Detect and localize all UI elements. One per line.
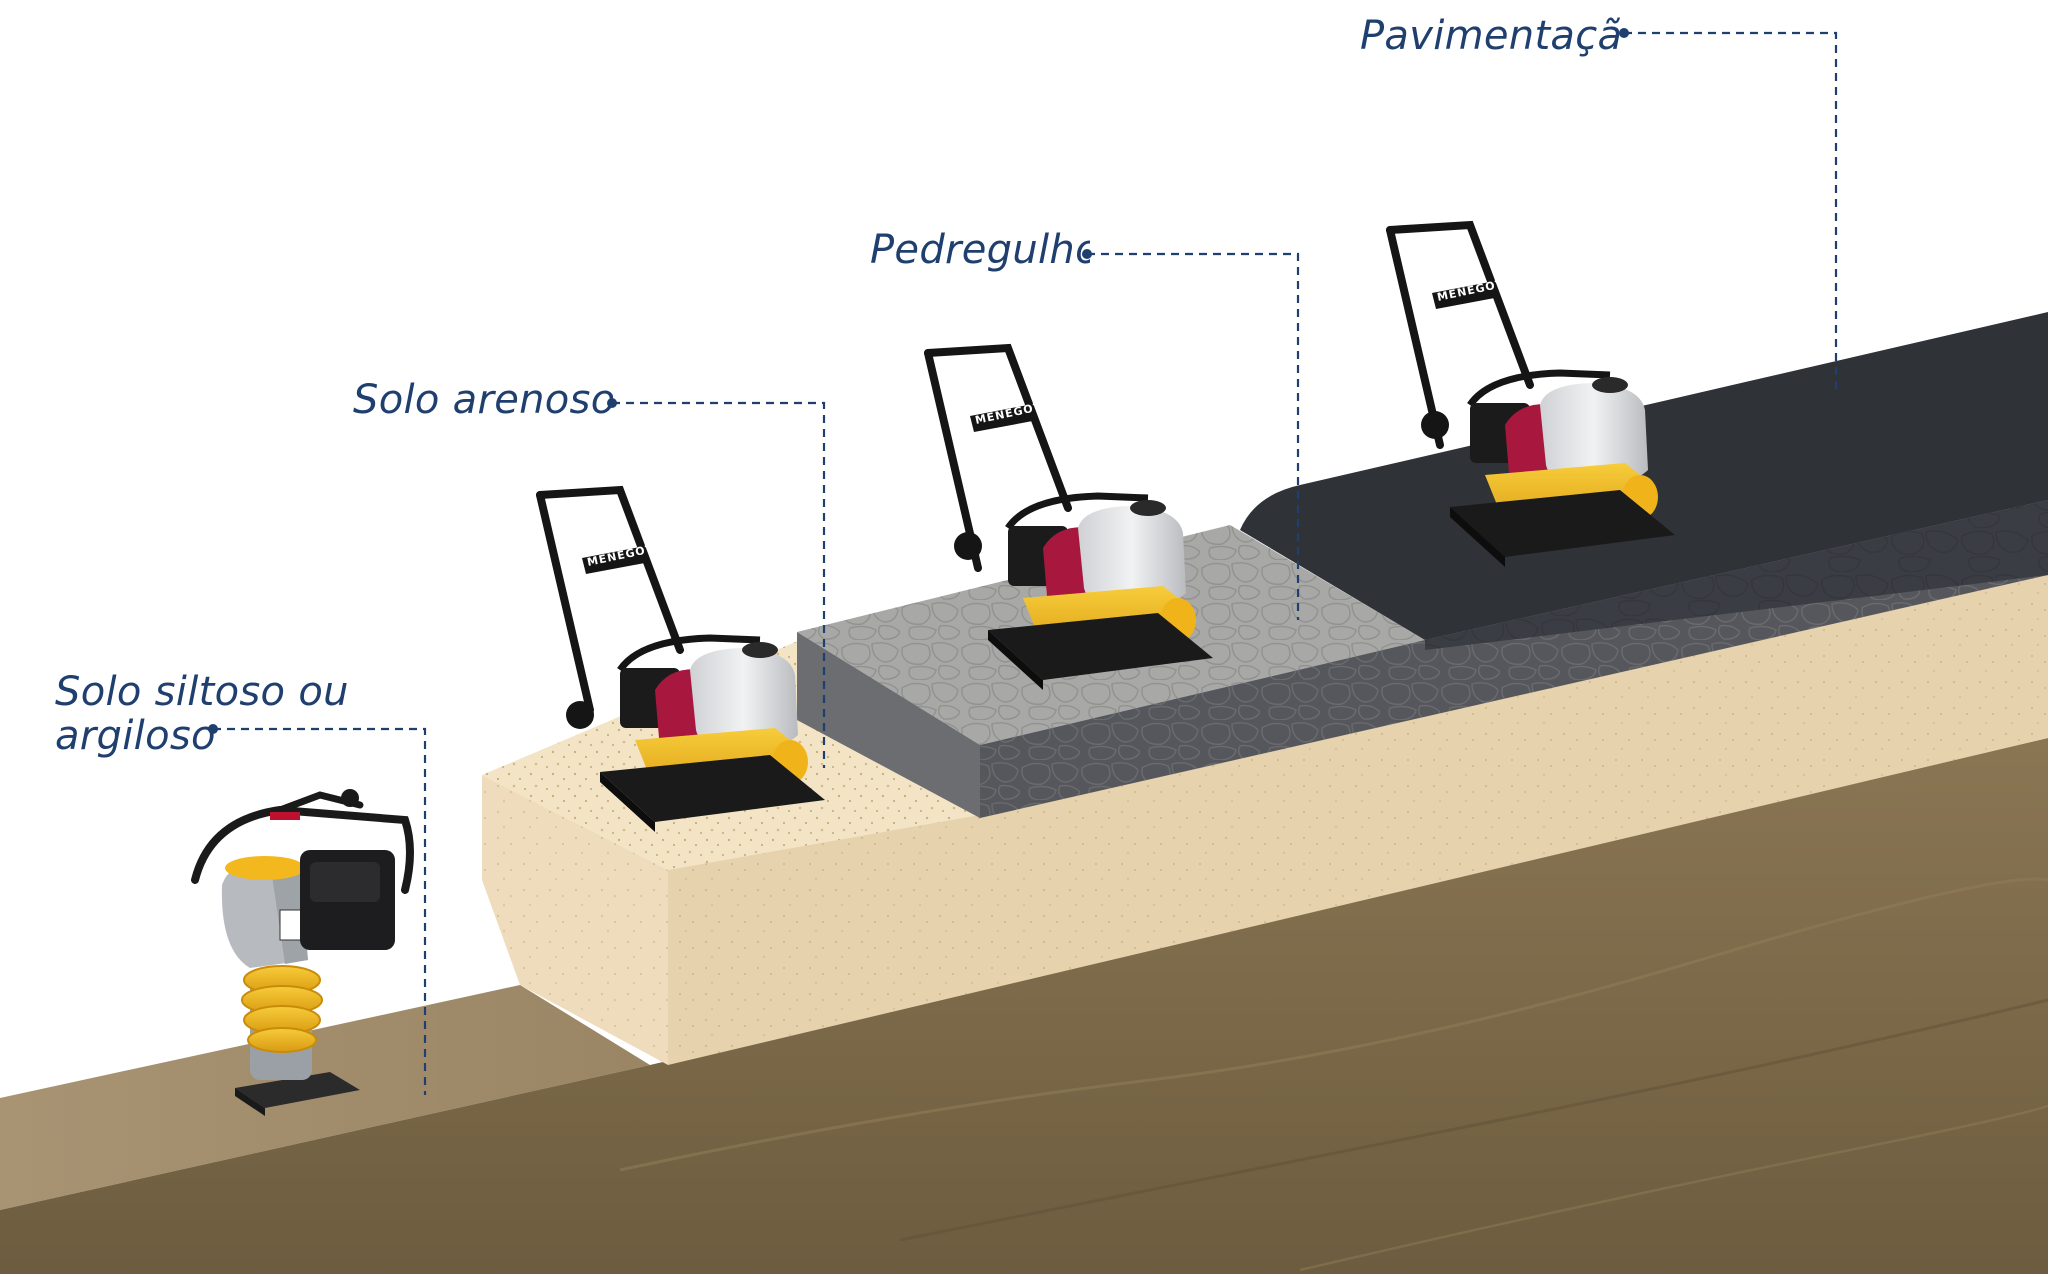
sand-front-face-grain — [482, 775, 668, 1065]
sand-side-grain — [668, 575, 2048, 1065]
label-silty-soil: Solo siltoso ou argiloso — [55, 670, 395, 758]
leader-lines — [213, 31, 1838, 1095]
plate-compactor-paving: MENEGOTTI — [1386, 220, 1675, 567]
leader-dot-sandy — [607, 398, 617, 408]
leader-dots — [208, 28, 1629, 734]
label-silty-line2: argiloso — [55, 713, 216, 759]
soil-strata — [1299, 1100, 2048, 1272]
terrain — [0, 312, 2048, 1274]
leader-dot-silty — [208, 724, 218, 734]
leader-dot-paving — [1619, 28, 1629, 38]
label-gravel: Pedregulho — [870, 228, 1090, 273]
label-paving: Pavimentação — [1360, 14, 1620, 59]
leader-line-sandy — [612, 401, 826, 768]
rammer-machine — [191, 789, 414, 1116]
leader-line-silty — [213, 727, 427, 1095]
soil-strata — [899, 998, 2048, 1242]
soil-surface — [0, 985, 650, 1210]
leader-dot-gravel — [1082, 249, 1092, 259]
gravel-front-face — [797, 632, 980, 818]
leader-line-paving — [1624, 31, 1838, 395]
plate-compactor-gravel: MENEGOTTI — [924, 343, 1213, 690]
label-sandy-soil: Solo arenoso — [353, 378, 613, 423]
soil-body — [0, 738, 2048, 1274]
label-silty-line1: Solo siltoso ou — [55, 670, 349, 715]
soil-strata — [619, 877, 2048, 1172]
leader-line-gravel — [1087, 252, 1300, 620]
plate-compactor-sandy: MENEGOTTI — [536, 485, 825, 832]
asphalt-side-stones — [1425, 500, 2048, 650]
